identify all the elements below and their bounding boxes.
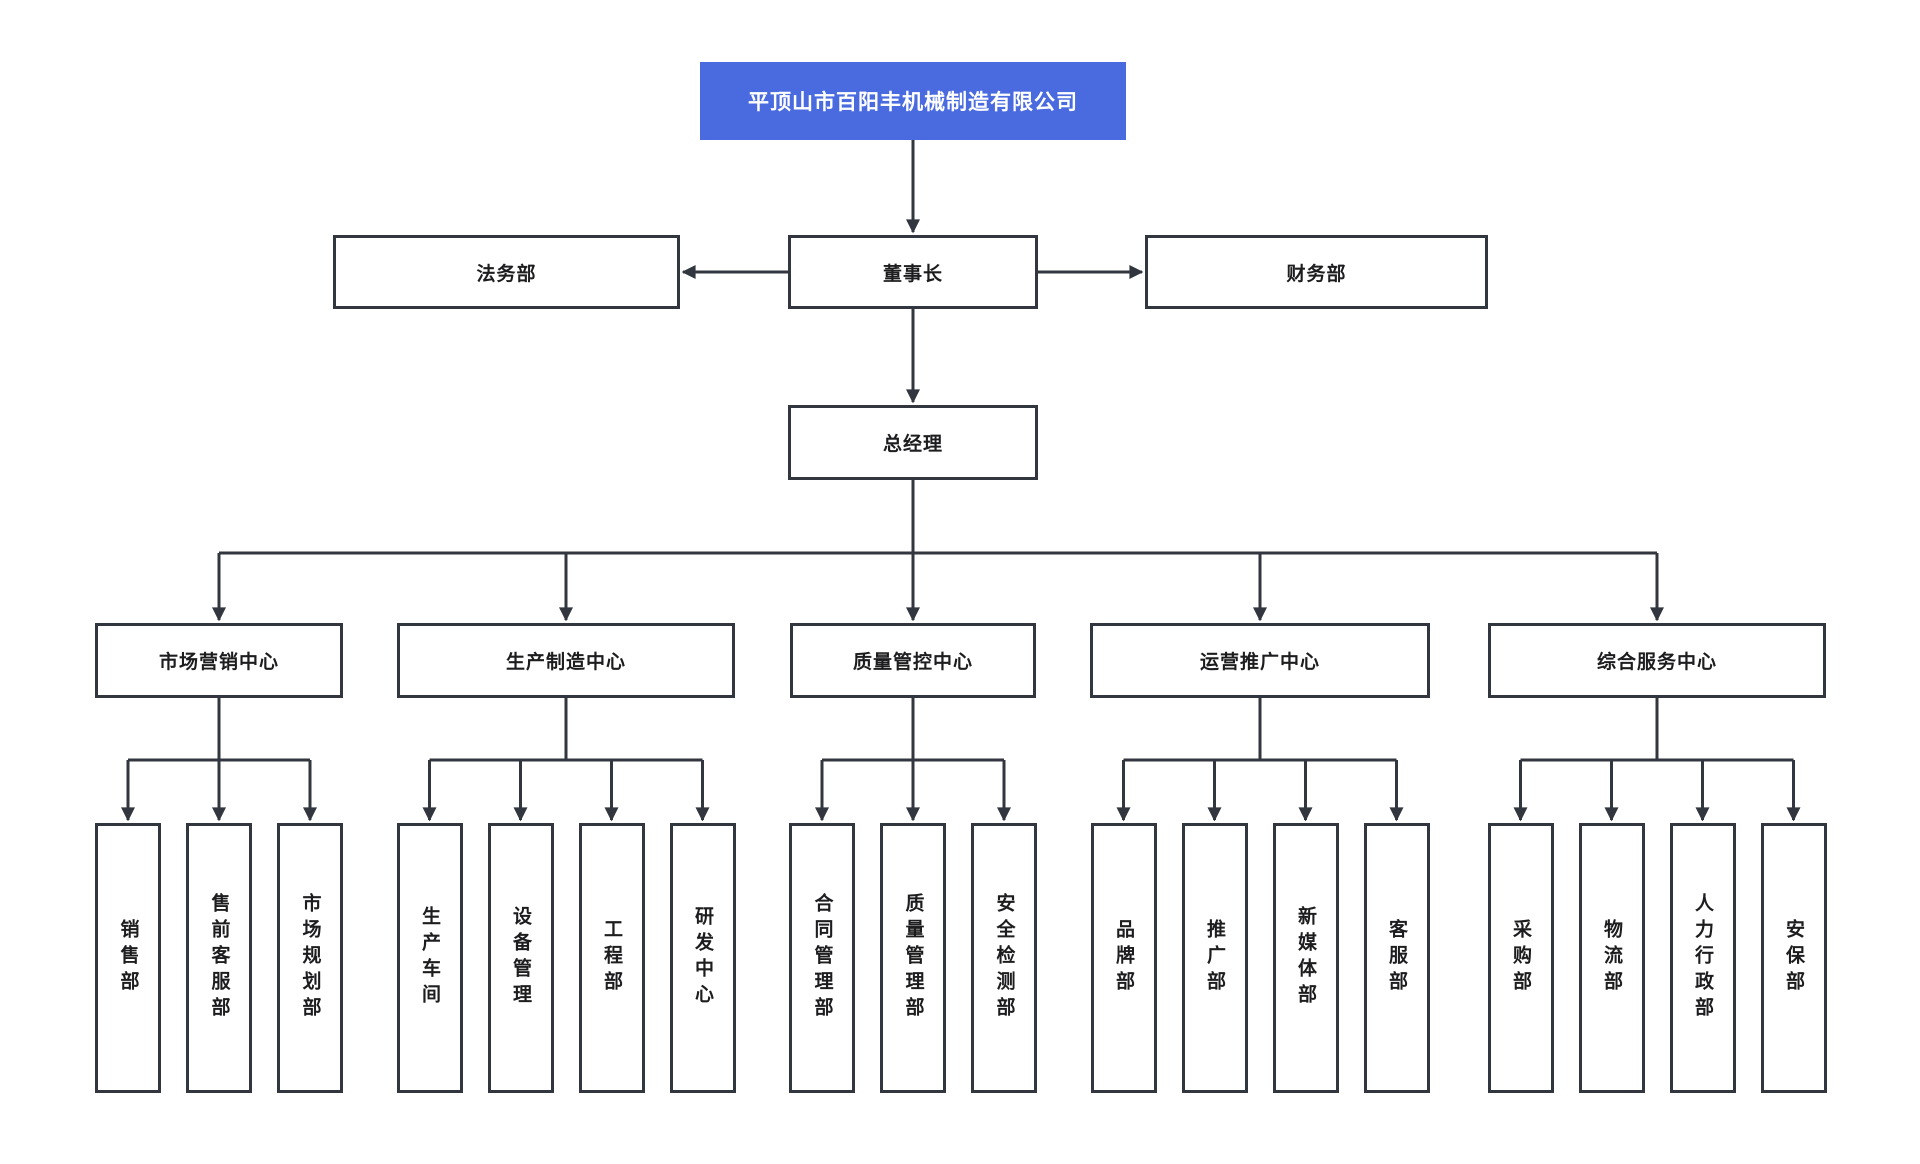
dept-label: 质量管理部	[902, 893, 924, 1023]
dept-box-4-2: 人力行政部	[1669, 823, 1736, 1093]
center-box-2: 质量管控中心	[790, 623, 1036, 698]
dept-label: 客服部	[1386, 919, 1407, 997]
dept-label: 安保部	[1783, 919, 1804, 997]
dept-label: 新媒体部	[1295, 906, 1316, 1010]
dept-label: 人力行政部	[1692, 893, 1713, 1023]
dept-label: 推广部	[1204, 919, 1225, 997]
chairman-box: 董事长	[788, 235, 1038, 309]
general-manager-box: 总经理	[788, 405, 1038, 480]
dept-label: 售前客服部	[208, 893, 230, 1023]
dept-box-3-2: 新媒体部	[1272, 823, 1339, 1093]
dept-box-4-1: 物流部	[1578, 823, 1645, 1093]
dept-box-3-0: 品牌部	[1090, 823, 1157, 1093]
dept-box-1-1: 设备管理	[487, 823, 554, 1093]
dept-label: 销售部	[117, 919, 139, 997]
dept-label: 研发中心	[692, 906, 713, 1010]
dept-box-1-3: 研发中心	[669, 823, 736, 1093]
company-root-box: 平顶山市百阳丰机械制造有限公司	[700, 62, 1126, 140]
dept-box-4-0: 采购部	[1487, 823, 1554, 1093]
dept-box-2-1: 质量管理部	[880, 823, 946, 1093]
dept-label: 品牌部	[1113, 919, 1134, 997]
connector-line-group	[121, 140, 1801, 822]
dept-label: 设备管理	[510, 906, 531, 1010]
dept-box-3-1: 推广部	[1181, 823, 1248, 1093]
dept-box-1-0: 生产车间	[396, 823, 463, 1093]
dept-box-3-3: 客服部	[1363, 823, 1430, 1093]
dept-label: 安全检测部	[993, 893, 1015, 1023]
center-box-3: 运营推广中心	[1090, 623, 1430, 698]
dept-box-0-0: 销售部	[95, 823, 161, 1093]
center-box-4: 综合服务中心	[1488, 623, 1826, 698]
dept-label: 物流部	[1601, 919, 1622, 997]
finance-dept-box: 财务部	[1145, 235, 1488, 309]
dept-box-0-1: 售前客服部	[186, 823, 252, 1093]
dept-box-2-2: 安全检测部	[971, 823, 1037, 1093]
center-box-1: 生产制造中心	[397, 623, 735, 698]
dept-box-1-2: 工程部	[578, 823, 645, 1093]
dept-box-2-0: 合同管理部	[789, 823, 855, 1093]
dept-label: 工程部	[601, 919, 622, 997]
dept-label: 市场规划部	[299, 893, 321, 1023]
dept-box-0-2: 市场规划部	[277, 823, 343, 1093]
dept-label: 合同管理部	[811, 893, 833, 1023]
legal-dept-box: 法务部	[333, 235, 680, 309]
dept-label: 生产车间	[419, 906, 440, 1010]
dept-label: 采购部	[1510, 919, 1531, 997]
center-box-0: 市场营销中心	[95, 623, 343, 698]
dept-box-4-3: 安保部	[1760, 823, 1827, 1093]
